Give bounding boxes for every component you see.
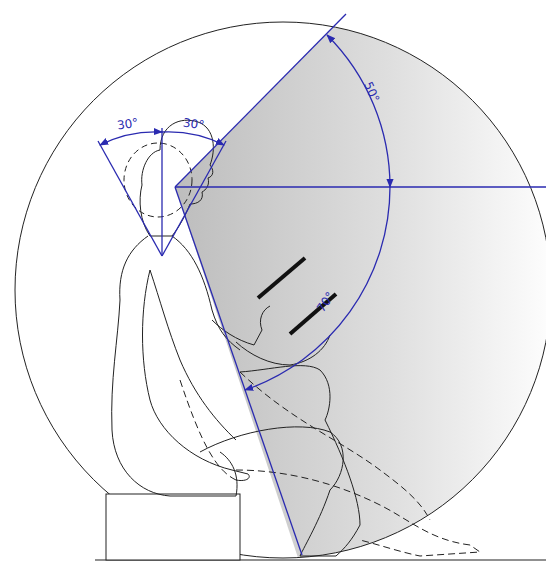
reach-circle <box>15 22 546 558</box>
angle-label: 30° <box>181 115 208 132</box>
view-field <box>175 0 546 564</box>
tablet <box>258 258 305 298</box>
sight-lines <box>98 14 546 555</box>
stool <box>106 494 240 560</box>
angle-label: 30° <box>115 115 142 132</box>
seated-person <box>112 120 480 556</box>
